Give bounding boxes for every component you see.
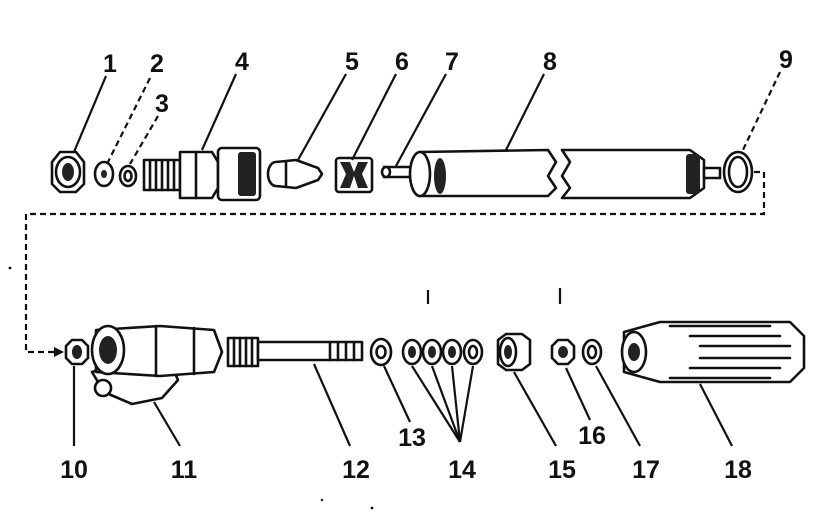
part-number-16: 16	[578, 422, 606, 450]
speck	[370, 506, 374, 510]
part-18-knurled-handle	[620, 320, 806, 384]
part-number-1: 1	[103, 50, 117, 78]
part-number-10: 10	[60, 456, 88, 484]
part-number-2: 2	[150, 50, 164, 78]
assembly-path-line	[24, 170, 766, 354]
part-3-ring	[118, 164, 138, 188]
part-9-o-ring	[722, 150, 754, 194]
part-8-cylinder	[408, 148, 722, 200]
part-number-8: 8	[543, 48, 557, 76]
part-number-3: 3	[155, 90, 169, 118]
leader-lines	[72, 71, 781, 447]
speck	[8, 266, 12, 270]
part-number-11: 11	[171, 456, 198, 484]
part-15-hex-fitting	[496, 332, 532, 372]
part-number-15: 15	[548, 456, 576, 484]
part-10-small-nut	[64, 338, 90, 366]
part-number-4: 4	[235, 48, 249, 76]
speck	[320, 498, 324, 502]
part-14-washer-set	[401, 338, 484, 366]
part-number-6: 6	[395, 48, 409, 76]
part-number-17: 17	[632, 456, 660, 484]
part-number-14: 14	[448, 456, 476, 484]
part-number-12: 12	[342, 456, 370, 484]
part-11-housing	[90, 324, 224, 406]
part-number-5: 5	[345, 48, 359, 76]
part-17-washer	[581, 338, 603, 366]
part-4-threaded-body	[142, 146, 262, 202]
part-5-nozzle	[266, 158, 324, 190]
part-13-washer	[369, 337, 393, 367]
part-number-9: 9	[779, 46, 793, 74]
part-6-rotor	[334, 156, 374, 194]
part-12-threaded-rod	[226, 336, 364, 368]
part-number-7: 7	[445, 48, 459, 76]
part-16-nut	[550, 338, 576, 366]
part-number-18: 18	[724, 456, 752, 484]
part-2-washer	[93, 160, 115, 188]
part-number-13: 13	[398, 424, 426, 452]
part-1-cap-nut	[50, 150, 86, 194]
assembly-arrowhead	[54, 347, 64, 357]
